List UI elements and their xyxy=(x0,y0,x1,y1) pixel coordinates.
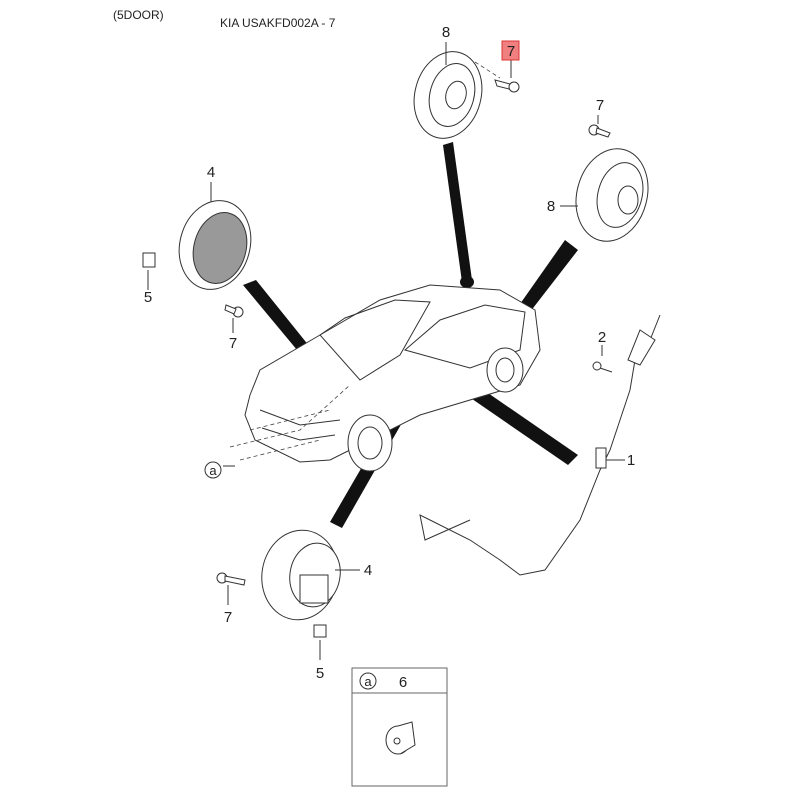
clip-bottom xyxy=(313,624,327,638)
callout-1: 1 xyxy=(627,452,635,469)
mount-point-roof xyxy=(460,276,474,288)
callout-8-right: 8 xyxy=(547,198,555,215)
speaker-top xyxy=(413,51,483,139)
callout-7-bottom: 7 xyxy=(224,609,232,626)
inset-ref: a xyxy=(364,674,372,689)
screw-right xyxy=(588,124,611,138)
antenna-assembly xyxy=(419,314,661,576)
callout-4-left: 4 xyxy=(207,164,215,181)
screw-bottom xyxy=(216,572,246,586)
callout-2: 2 xyxy=(598,329,606,346)
antenna-bolt xyxy=(592,361,613,373)
callout-4-bottom: 4 xyxy=(364,562,372,579)
callout-7-right: 7 xyxy=(596,97,604,114)
speaker-rear-right xyxy=(575,148,649,242)
highlight-box xyxy=(501,40,520,61)
clip-left xyxy=(142,252,156,268)
speaker-door-bottom xyxy=(261,529,341,621)
diagram-variant: (5DOOR) xyxy=(113,8,164,22)
inset-part-number: 6 xyxy=(399,674,407,691)
callout-8-top: 8 xyxy=(442,24,450,41)
pointer-wedge-top xyxy=(443,142,472,282)
ref-a-circle xyxy=(204,461,222,479)
screw-left xyxy=(224,304,244,318)
callout-7-left: 7 xyxy=(229,335,237,352)
inset-box: a 6 xyxy=(351,667,448,787)
callout-7-highlighted[interactable]: 7 xyxy=(507,43,515,60)
car-outline xyxy=(244,284,541,472)
pointer-wedge-right xyxy=(520,240,578,312)
callout-a: a xyxy=(209,463,217,478)
screw-top xyxy=(494,79,520,93)
ref-lines xyxy=(229,384,351,461)
speaker-door-left xyxy=(178,200,252,290)
grommet-part xyxy=(385,721,416,755)
callout-5-bottom: 5 xyxy=(316,665,324,682)
callout-5-left: 5 xyxy=(144,289,152,306)
diagram-title: KIA USAKFD002A - 7 xyxy=(220,16,336,30)
